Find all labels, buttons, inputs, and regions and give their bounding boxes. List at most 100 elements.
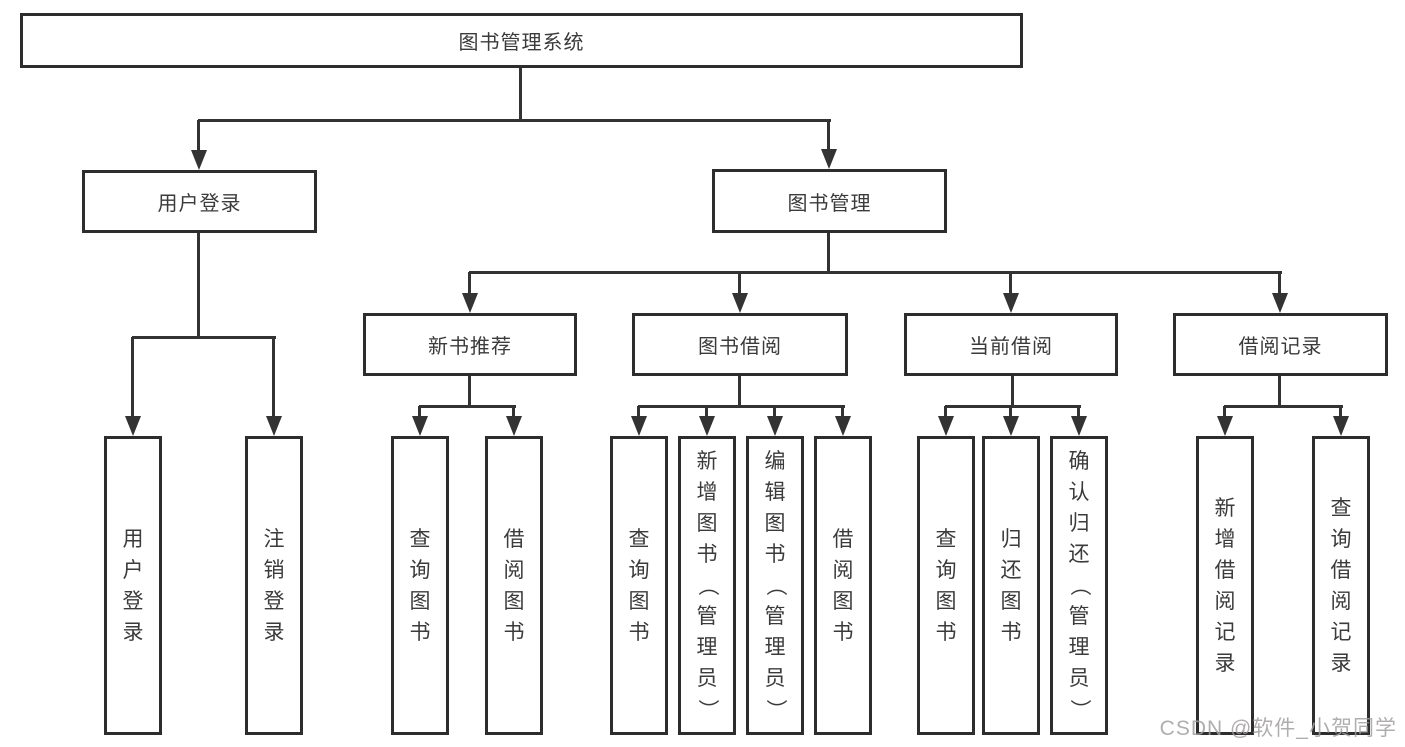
arrowhead-down — [938, 416, 954, 436]
node-label: 当前借阅 — [969, 336, 1053, 358]
connector-stem — [131, 337, 134, 416]
connector-vline — [1278, 376, 1281, 407]
connector-vline — [519, 68, 522, 121]
vertical-char: 管 — [764, 605, 786, 628]
node-leaf-return-books: 归还图书 — [982, 436, 1040, 735]
connector-stem — [1339, 406, 1342, 416]
connector-stem — [637, 406, 640, 416]
vertical-char: 书 — [832, 620, 854, 644]
vertical-char: 管 — [696, 605, 718, 628]
node-label: 新书推荐 — [428, 336, 512, 358]
connector-stem — [512, 406, 515, 416]
node-leaf-borrow-books-recommend: 借阅图书 — [485, 436, 543, 735]
vertical-char: 图 — [503, 589, 525, 613]
vertical-char: 图 — [1000, 589, 1022, 613]
vertical-char: 户 — [122, 558, 144, 582]
arrowhead-down — [732, 293, 748, 313]
arrowhead-down — [1003, 293, 1019, 313]
connector-stem — [738, 272, 741, 293]
vertical-char: 注 — [263, 527, 285, 551]
connector-stem — [773, 406, 776, 416]
vertical-char: 借 — [503, 527, 525, 551]
vertical-char: 员 — [1068, 667, 1090, 690]
arrowhead-down — [821, 149, 837, 169]
connector-stem — [827, 120, 830, 151]
arrowhead-down — [1217, 416, 1233, 436]
connector-vline — [738, 376, 741, 407]
connector-vline — [197, 233, 200, 338]
connector-stem — [1009, 406, 1012, 416]
vertical-char: 图 — [764, 512, 786, 535]
vertical-char: 书 — [628, 620, 650, 644]
vertical-char: 录 — [1214, 651, 1236, 675]
vertical-char: 编 — [764, 450, 786, 473]
connector-stem — [944, 406, 947, 416]
connector-hline — [132, 336, 276, 339]
node-leaf-confirm-return-admin: 确认归还（管理员） — [1050, 436, 1108, 735]
vertical-char: 询 — [935, 558, 957, 582]
vertical-char: 记 — [1330, 620, 1352, 644]
connector-stem — [418, 406, 421, 416]
node-book-borrow: 图书借阅 — [632, 313, 848, 376]
vertical-char: 管 — [1068, 605, 1090, 628]
vertical-char: ） — [763, 699, 787, 720]
node-leaf-query-books-recommend: 查询图书 — [391, 436, 449, 735]
node-label: 图书借阅 — [698, 336, 782, 358]
connector-hline — [638, 405, 845, 408]
vertical-char: 归 — [1000, 527, 1022, 551]
vertical-char: 图 — [935, 589, 957, 613]
vertical-char: 书 — [935, 620, 957, 644]
connector-stem — [1223, 406, 1226, 416]
arrowhead-down — [1333, 416, 1349, 436]
connector-stem — [1278, 272, 1281, 293]
vertical-char: 录 — [122, 620, 144, 644]
node-new-book-recommend: 新书推荐 — [363, 313, 577, 376]
vertical-char: 书 — [1000, 620, 1022, 644]
vertical-char: 借 — [832, 527, 854, 551]
node-leaf-borrow-books: 借阅图书 — [814, 436, 872, 735]
vertical-char: 增 — [696, 481, 718, 504]
connector-vline — [827, 233, 830, 273]
vertical-char: 辑 — [764, 481, 786, 504]
arrowhead-down — [835, 416, 851, 436]
connector-stem — [841, 406, 844, 416]
vertical-char: 阅 — [503, 558, 525, 582]
vertical-char: 阅 — [1214, 589, 1236, 613]
vertical-char: 查 — [628, 527, 650, 551]
connector-hline — [945, 405, 1081, 408]
vertical-char: 增 — [1214, 527, 1236, 551]
node-label: 图书管理系统 — [458, 32, 585, 54]
vertical-char: 登 — [122, 589, 144, 613]
vertical-char: 确 — [1068, 450, 1090, 473]
vertical-char: 查 — [1330, 496, 1352, 520]
vertical-char: 书 — [696, 543, 718, 566]
vertical-char: 阅 — [1330, 589, 1352, 613]
vertical-char: 登 — [263, 589, 285, 613]
connector-stem — [468, 272, 471, 293]
node-leaf-user-login: 用户登录 — [104, 436, 162, 735]
arrowhead-down — [1272, 293, 1288, 313]
arrowhead-down — [191, 150, 207, 170]
connector-stem — [197, 120, 200, 151]
vertical-char: 归 — [1068, 512, 1090, 535]
connector-stem — [705, 406, 708, 416]
vertical-char: 还 — [1068, 543, 1090, 566]
arrowhead-down — [631, 416, 647, 436]
arrowhead-down — [506, 416, 522, 436]
arrowhead-down — [412, 416, 428, 436]
arrowhead-down — [1071, 416, 1087, 436]
vertical-char: 理 — [764, 636, 786, 659]
vertical-char: 理 — [696, 636, 718, 659]
node-leaf-edit-books-admin: 编辑图书（管理员） — [746, 436, 804, 735]
vertical-char: 录 — [263, 620, 285, 644]
vertical-char: 录 — [1330, 651, 1352, 675]
watermark-text: CSDN @软件_小贺同学 — [1159, 717, 1397, 740]
node-current-borrow: 当前借阅 — [904, 313, 1118, 376]
vertical-char: 图 — [696, 512, 718, 535]
arrowhead-down — [462, 293, 478, 313]
vertical-char: （ — [695, 575, 719, 596]
vertical-char: 图 — [628, 589, 650, 613]
connector-vline — [1011, 376, 1014, 407]
vertical-char: 图 — [832, 589, 854, 613]
vertical-char: （ — [1067, 575, 1091, 596]
